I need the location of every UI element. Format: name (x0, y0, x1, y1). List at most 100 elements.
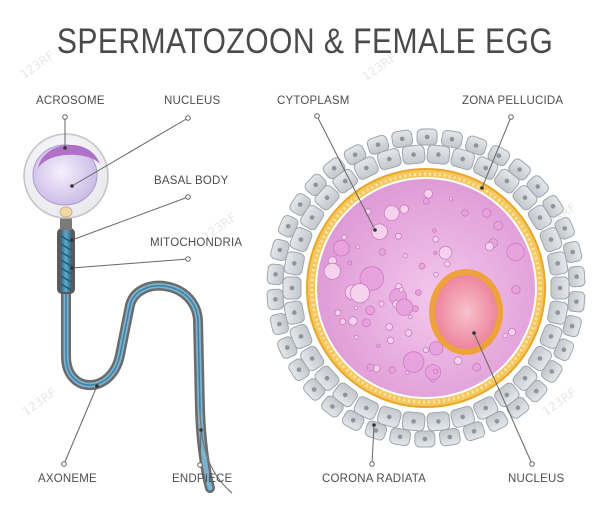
leader-mitochondria (71, 258, 189, 269)
cytoplasm-vesicle (414, 289, 422, 296)
sperm-tail-axoneme-line (65, 262, 201, 411)
cytoplasm-vesicle (493, 220, 504, 231)
label-nucleus-sperm: NUCLEUS (164, 95, 221, 107)
cytoplasm-vesicle (422, 198, 430, 205)
corona-cell-nucleus (504, 392, 510, 398)
leader-axoneme (63, 385, 98, 465)
corona-cell-nucleus (550, 204, 556, 209)
acrosome (38, 144, 100, 168)
label-cytoplasm: CYTOPLASM (277, 95, 350, 107)
corona-cell-nucleus (557, 285, 563, 291)
corona-cell-nucleus (534, 388, 539, 394)
corona-cell-nucleus (387, 156, 392, 162)
label-mitochondria: MITOCHONDRIA (150, 237, 243, 249)
corona-cell-nucleus (330, 404, 335, 409)
female-egg (266, 128, 586, 448)
cytoplasm-vesicle (444, 260, 451, 268)
corona-cell-nucleus (298, 237, 304, 242)
corona-cell-nucleus (436, 419, 441, 424)
corona-cell-nucleus (548, 334, 554, 339)
basal-body (59, 206, 73, 218)
cytoplasm-vesicle (448, 196, 453, 201)
leader-nucleus-egg (473, 332, 533, 465)
corona-cell-nucleus (449, 136, 455, 142)
corona-cell-nucleus (375, 142, 381, 148)
corona-cell-nucleus (273, 272, 278, 277)
cytoplasm-vesicle (359, 266, 385, 291)
corona-cell-nucleus (494, 419, 500, 424)
cytoplasm-vesicle (411, 305, 419, 313)
cytoplasm-vesicle (432, 236, 440, 243)
cytoplasm-vesicle (353, 305, 358, 310)
cytoplasm-vesicle (361, 318, 371, 328)
corona-cell-nucleus (285, 224, 291, 229)
corona-cell-nucleus (292, 310, 297, 315)
cytoplasm-vesicle (432, 228, 437, 233)
cytoplasm-vesicle (387, 336, 395, 345)
cytoplasm-vesicle (511, 285, 521, 295)
corona-cell-nucleus (422, 436, 428, 442)
corona-cell-nucleus (411, 419, 416, 424)
corona-cell-nucleus (537, 215, 543, 220)
cytoplasm-vesicle (341, 234, 348, 241)
corona-cell-nucleus (522, 376, 528, 381)
corona-cell-nucleus (574, 299, 579, 304)
cytoplasm-vesicle (383, 205, 400, 222)
cytoplasm-vesicle (432, 368, 439, 374)
corona-cell-nucleus (273, 297, 278, 302)
cytoplasm-vesicles (323, 189, 525, 383)
leader-basal-body (71, 196, 189, 241)
cytoplasm-vesicle (399, 204, 409, 214)
cytoplasm-vesicle (354, 335, 359, 340)
corona-cell-nucleus (537, 356, 543, 361)
leader-corona-radiata (371, 424, 375, 465)
corona-cell-nucleus (447, 434, 453, 440)
corona-cell-nucleus (292, 261, 297, 266)
cytoplasm-vesicle (507, 328, 516, 337)
corona-cell-nucleus (483, 405, 489, 411)
corona-cell-nucleus (473, 143, 479, 148)
corona-radiata-cells (266, 128, 586, 448)
corona-cell-nucleus (397, 434, 403, 440)
page-title: SPERMATOZOON & FEMALE EGG (56, 22, 554, 61)
cytoplasm-vesicle (506, 242, 525, 262)
corona-cell-nucleus (277, 247, 283, 253)
corona-cell-nucleus (309, 356, 315, 361)
corona-cell-nucleus (297, 202, 303, 207)
corona-cell-nucleus (535, 184, 541, 189)
corona-cell-nucleus (548, 237, 554, 242)
corona-cell-nucleus (387, 414, 392, 420)
corona-cell-nucleus (555, 310, 560, 315)
cytoplasm-vesicle (422, 347, 429, 354)
cytoplasm-vesicle (484, 241, 495, 251)
cytoplasm-vesicle (395, 298, 414, 316)
cytoplasm-vesicle (348, 316, 358, 326)
corona-cell-nucleus (364, 165, 369, 171)
corona-cell-nucleus (471, 428, 477, 434)
label-endpiece: ENDPIECE (172, 473, 233, 485)
corona-cell-nucleus (342, 392, 348, 398)
cytoplasm-vesicle (453, 356, 463, 366)
corona-cell-nucleus (399, 136, 405, 142)
cytoplasm-vesicle (349, 283, 370, 304)
corona-cell-nucleus (277, 321, 282, 327)
cytoplasm-vesicle (402, 351, 425, 373)
corona-cell-nucleus (496, 153, 502, 158)
corona-cell-nucleus (561, 347, 567, 353)
cytoplasm-vesicle (334, 309, 342, 317)
cytoplasm-vesicle (388, 366, 396, 374)
cytoplasm-vesicle (378, 300, 385, 307)
cytoplasm-vesicle (347, 260, 353, 266)
cytoplasm-vesicle (398, 287, 404, 293)
cytoplasm-vesicle (339, 318, 347, 325)
label-corona-radiata: CORONA RADIATA (322, 473, 426, 485)
leader-ends (63, 146, 484, 432)
corona-cell-nucleus (331, 165, 337, 171)
cytoplasm-vesicle (408, 314, 413, 320)
corona-cell-nucleus (522, 195, 528, 200)
cytoplasm-vesicle (332, 239, 350, 257)
cytoplasm-vesicle (365, 305, 375, 316)
spermatozoon (23, 133, 233, 494)
leader-endpiece (199, 429, 202, 466)
